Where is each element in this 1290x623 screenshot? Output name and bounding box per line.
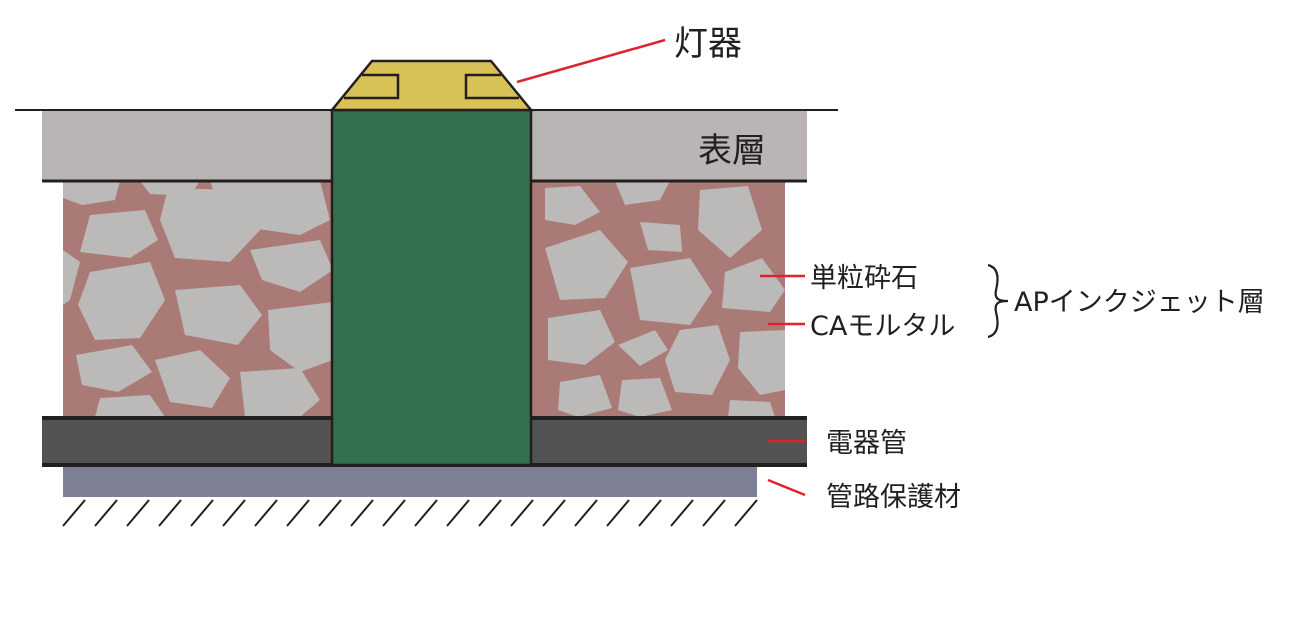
stone — [558, 375, 612, 417]
label-ap-inkjet-layer: APインクジェット層 — [1014, 287, 1265, 318]
stone — [268, 302, 333, 372]
label-single-crushed-stone: 単粒砕石 — [810, 263, 918, 294]
leader-fixture — [516, 38, 666, 84]
stone — [548, 310, 615, 365]
stone — [545, 186, 600, 225]
stone — [630, 258, 712, 325]
stone — [640, 222, 682, 252]
label-surface-layer: 表層 — [698, 131, 766, 171]
stone — [722, 258, 785, 312]
leader-protection — [767, 478, 806, 497]
stone — [728, 400, 775, 417]
single-crushed-stone-group-right — [545, 181, 785, 417]
stone — [618, 378, 672, 417]
stone — [95, 395, 165, 417]
stone — [698, 186, 762, 258]
stone — [63, 250, 80, 305]
stone — [250, 240, 333, 292]
single-crushed-stone-group-left — [63, 181, 333, 417]
label-conduit: 電器管 — [826, 428, 907, 459]
label-conduit-protection: 管路保護材 — [826, 482, 961, 513]
label-ca-mortar: CAモルタル — [810, 311, 955, 342]
stone — [545, 230, 628, 300]
stone — [240, 368, 320, 417]
layer-brace — [987, 263, 1009, 339]
earth-hatching — [62, 499, 758, 527]
light-fixture — [329, 59, 534, 112]
fixture-pillar — [330, 108, 533, 467]
stone — [80, 210, 158, 258]
label-fixture: 灯器 — [674, 24, 742, 64]
fixture-left-notch — [344, 73, 400, 100]
stone — [155, 350, 230, 408]
fixture-body — [329, 59, 534, 112]
stone — [63, 181, 120, 205]
stone — [738, 330, 785, 395]
stone — [160, 188, 260, 262]
fixture-right-notch — [464, 73, 519, 100]
stone — [618, 330, 668, 366]
conduit-protection-layer — [63, 467, 757, 497]
stone — [615, 181, 670, 205]
stone — [175, 285, 262, 345]
stone — [665, 325, 730, 395]
leader-lines — [516, 38, 806, 497]
stone — [78, 262, 165, 340]
stone — [76, 345, 152, 392]
